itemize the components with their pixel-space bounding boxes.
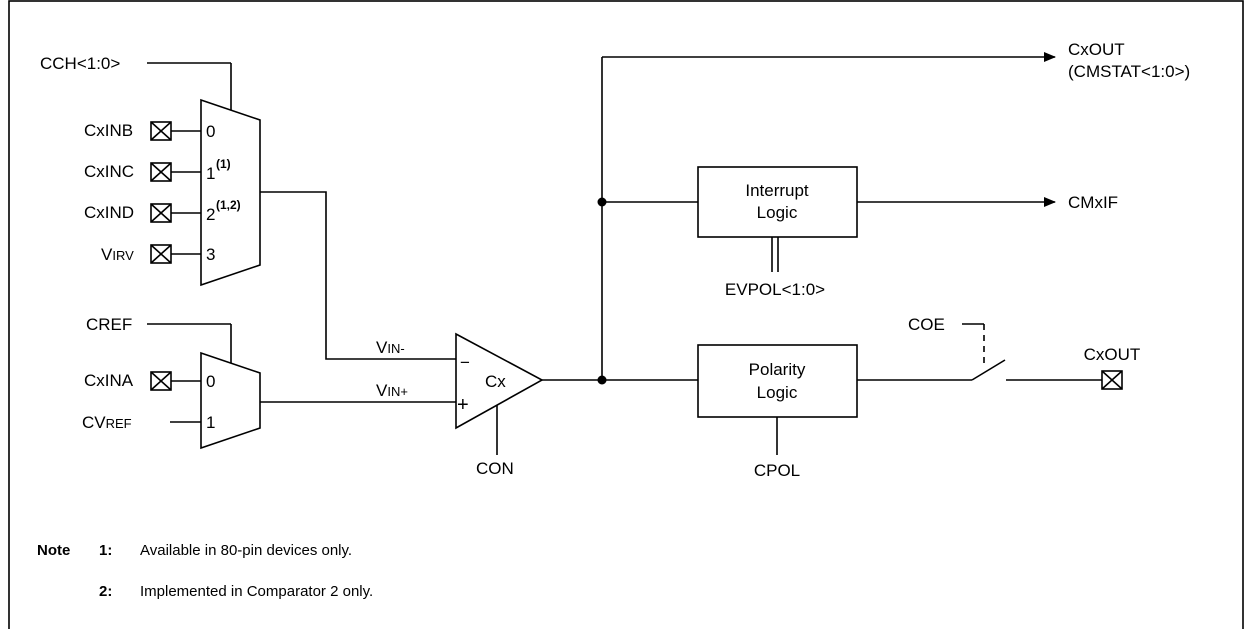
output-pin-label: CxOUT	[1084, 345, 1141, 364]
notes: Note 1: Available in 80-pin devices only…	[37, 542, 373, 600]
mux1-input-1-label: CxINC	[84, 162, 134, 181]
diagram-frame	[8, 0, 1244, 629]
mux2-input-0-label: CxINA	[84, 371, 134, 390]
mux1-input-0-label: CxINB	[84, 121, 133, 140]
mux2-input-0-num: 0	[206, 372, 215, 391]
interrupt-output-label: CMxIF	[1068, 193, 1118, 212]
interrupt-logic-label: Interrupt	[745, 181, 809, 200]
mux1-input-2-num: 2	[206, 205, 215, 224]
mux1-input-0-num: 0	[206, 122, 215, 141]
junction-dot	[597, 197, 607, 207]
interrupt-logic-block: Interrupt Logic EVPOL<1:0> CMxIF	[697, 166, 1118, 299]
vin-minus-label: VIN-	[376, 338, 405, 357]
polarity-logic-label: Polarity	[749, 360, 806, 379]
output-top-sublabel: (CMSTAT<1:0>)	[1068, 62, 1190, 81]
mux2-input-1-label: CVREF	[82, 413, 132, 432]
polarity-logic-block: Polarity Logic CPOL	[697, 344, 858, 480]
pin-icon	[1101, 370, 1123, 390]
output-routing: CxOUT (CMSTAT<1:0>)	[542, 40, 1190, 385]
mux1-select-label: CCH<1:0>	[40, 54, 120, 73]
mux1-input-2-note: (1,2)	[216, 198, 241, 212]
note-1-text: Available in 80-pin devices only.	[140, 542, 352, 559]
comparator-name: Cx	[485, 372, 506, 391]
comparator-enable-label: CON	[476, 459, 514, 478]
polarity-logic-label-2: Logic	[757, 383, 798, 402]
comparator-minus: −	[460, 353, 470, 372]
mux1-input-3-label: VIRV	[101, 245, 134, 264]
output-enable-label: COE	[908, 315, 945, 334]
note-2-num: 2:	[99, 583, 112, 600]
mux2-select-label: CREF	[86, 315, 132, 334]
interrupt-control-label: EVPOL<1:0>	[725, 280, 825, 299]
note-2-text: Implemented in Comparator 2 only.	[140, 583, 373, 600]
comparator-plus: +	[457, 394, 469, 416]
output-top-label: CxOUT	[1068, 40, 1125, 59]
pin-icon	[150, 203, 172, 223]
pin-icon	[150, 371, 172, 391]
mux1-input-2-label: CxIND	[84, 203, 134, 222]
polarity-control-label: CPOL	[754, 461, 800, 480]
pin-icon	[150, 162, 172, 182]
junction-dot	[597, 375, 607, 385]
pin-icon	[150, 244, 172, 264]
note-1-num: 1:	[99, 542, 112, 559]
output-switch: COE CxOUT	[857, 315, 1141, 390]
mux1-input-1-note: (1)	[216, 157, 231, 171]
mux-1: CCH<1:0> CxINB 0 CxINC 1 (1) CxIND 2 (1,…	[40, 54, 456, 360]
mux1-input-1-num: 1	[206, 164, 215, 183]
mux-2: CREF CxINA 0 CVREF 1	[82, 315, 456, 450]
vin-plus-label: VIN+	[376, 381, 408, 400]
mux1-input-3-num: 3	[206, 245, 215, 264]
note-title: Note	[37, 542, 70, 559]
pin-icon	[150, 121, 172, 141]
interrupt-logic-label-2: Logic	[757, 203, 798, 222]
mux2-input-1-num: 1	[206, 413, 215, 432]
comparator: − + Cx VIN- VIN+ CON	[376, 332, 544, 478]
